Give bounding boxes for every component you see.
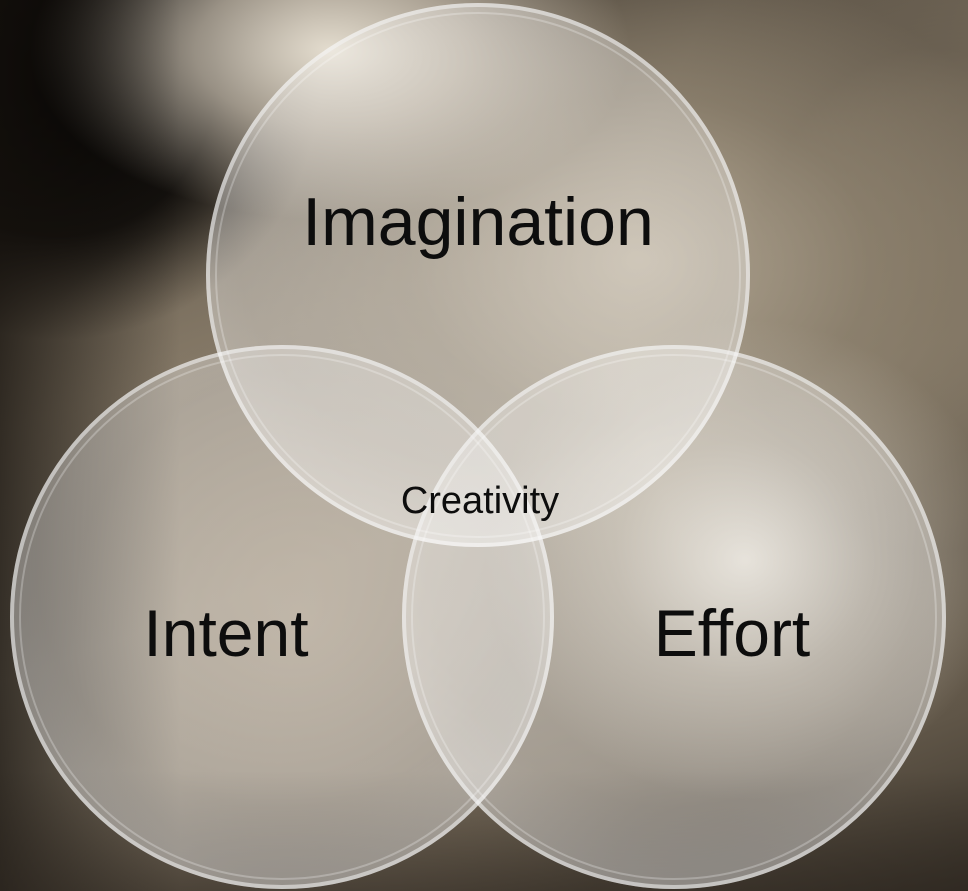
label-effort: Effort xyxy=(654,596,811,670)
label-intent: Intent xyxy=(143,596,308,670)
label-creativity: Creativity xyxy=(401,480,559,522)
circle-effort xyxy=(402,345,946,889)
label-imagination: Imagination xyxy=(302,184,654,260)
